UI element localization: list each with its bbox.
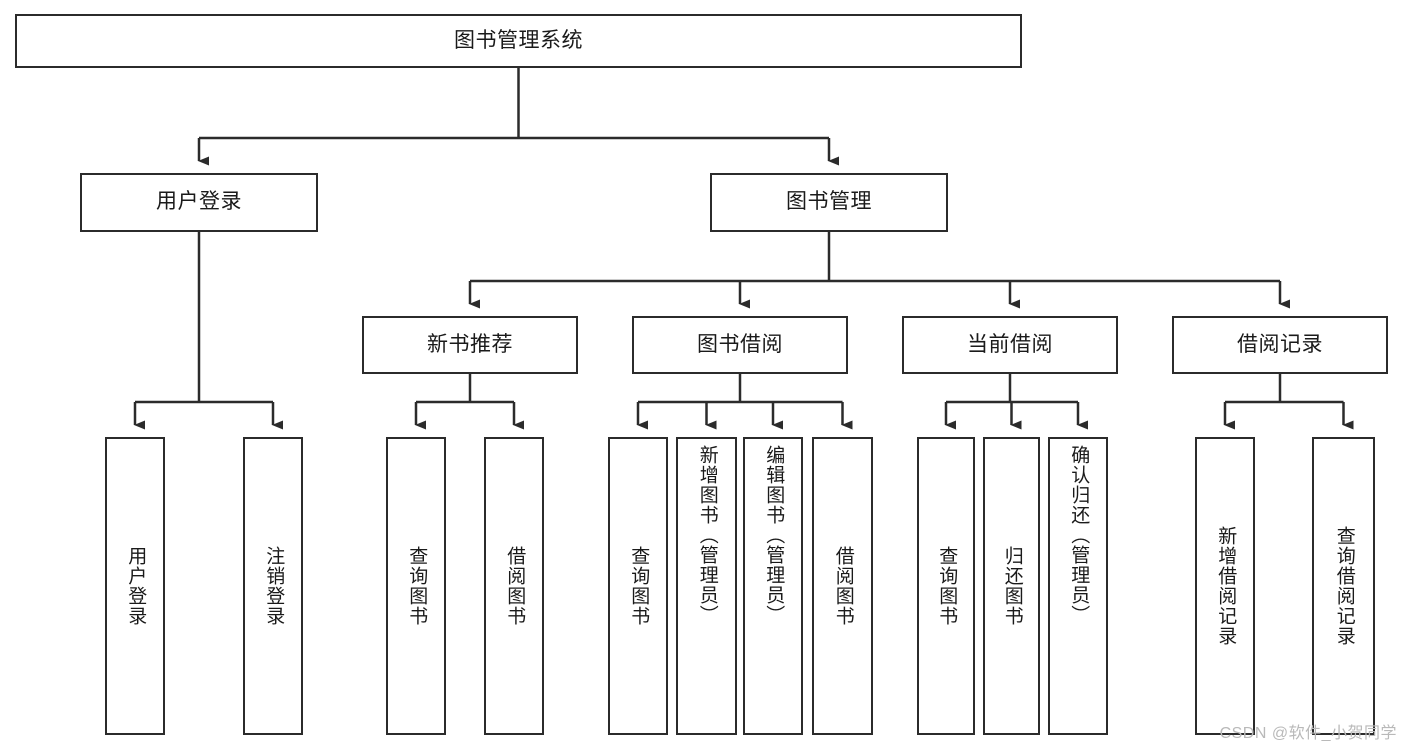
node-label: 新增借阅记录 [1215,526,1237,646]
node-l-query1[interactable]: 查询图书 [386,437,446,735]
node-label: 借阅图书 [832,546,854,626]
node-label: 查询图书 [628,546,650,626]
node-label: 查询借阅记录 [1333,526,1355,646]
node-login[interactable]: 用户登录 [80,173,318,232]
node-l-borrow1[interactable]: 借阅图书 [484,437,544,735]
node-records[interactable]: 借阅记录 [1172,316,1388,374]
node-newrec[interactable]: 新书推荐 [362,316,578,374]
node-label: 新增图书（管理员） [696,445,718,625]
node-l-add[interactable]: 新增图书（管理员） [676,437,737,735]
node-label: 借阅记录 [1237,332,1323,356]
node-l-borrow2[interactable]: 借阅图书 [812,437,873,735]
node-label: 当前借阅 [967,332,1053,356]
node-label: 注销登录 [263,546,285,626]
node-label: 编辑图书（管理员） [763,445,785,625]
node-label: 查询图书 [406,546,428,626]
node-label: 新书推荐 [427,332,513,356]
node-label: 图书借阅 [697,332,783,356]
node-borrow[interactable]: 图书借阅 [632,316,848,374]
node-label: 借阅图书 [504,546,526,626]
node-l-query2[interactable]: 查询图书 [608,437,668,735]
node-l-query3[interactable]: 查询图书 [917,437,975,735]
node-label: 图书管理 [786,190,872,214]
node-l-confirm[interactable]: 确认归还（管理员） [1048,437,1108,735]
node-root[interactable]: 图书管理系统 [15,14,1022,68]
node-label: 查询图书 [936,546,958,626]
node-label: 图书管理系统 [454,28,583,52]
node-l-return[interactable]: 归还图书 [983,437,1040,735]
node-label: 用户登录 [156,190,242,214]
node-current[interactable]: 当前借阅 [902,316,1118,374]
node-label: 确认归还（管理员） [1068,445,1090,625]
node-l-edit[interactable]: 编辑图书（管理员） [743,437,803,735]
node-l-addrec[interactable]: 新增借阅记录 [1195,437,1255,735]
node-label: 归还图书 [1001,546,1023,626]
node-label: 用户登录 [125,546,147,626]
node-l-logout[interactable]: 注销登录 [243,437,303,735]
csdn-watermark: CSDN @软件_小贺同学 [1219,725,1397,742]
node-bookmgmt[interactable]: 图书管理 [710,173,948,232]
node-l-login[interactable]: 用户登录 [105,437,165,735]
node-l-queryrec[interactable]: 查询借阅记录 [1312,437,1375,735]
